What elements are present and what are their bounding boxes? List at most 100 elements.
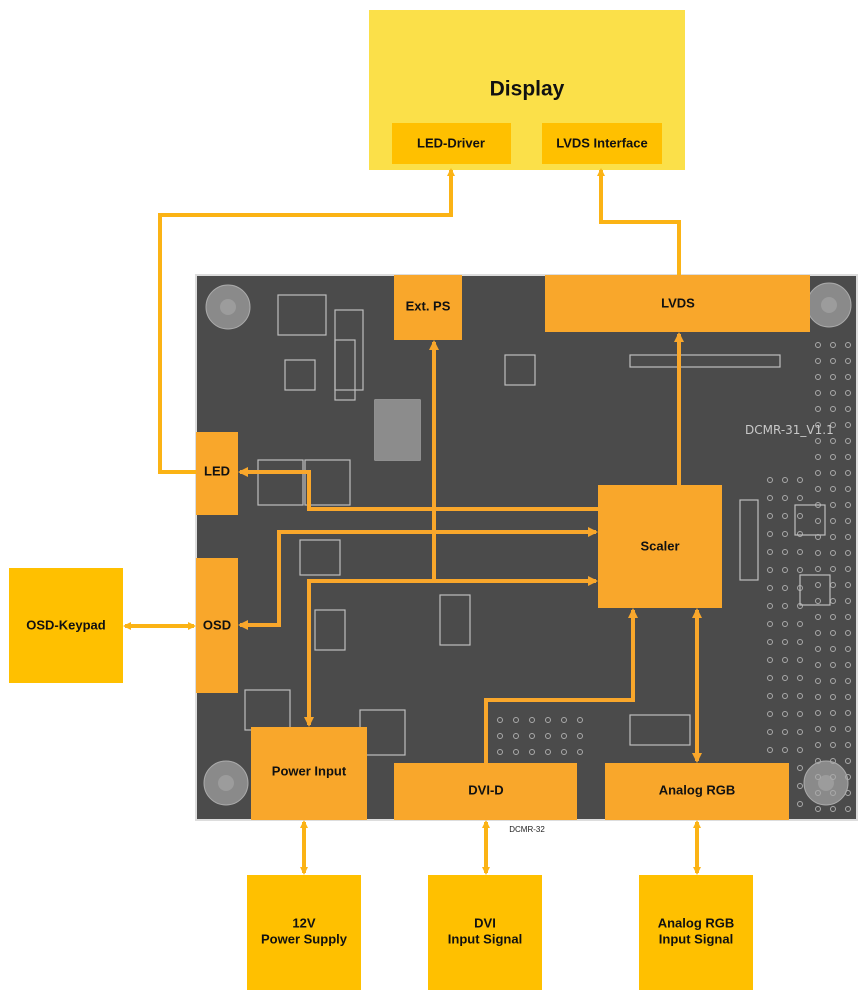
via bbox=[561, 749, 567, 755]
via bbox=[767, 513, 773, 519]
via bbox=[845, 502, 851, 508]
via bbox=[830, 374, 836, 380]
via bbox=[845, 358, 851, 364]
board-caption: DCMR-32 bbox=[509, 825, 545, 834]
via bbox=[830, 678, 836, 684]
via bbox=[845, 790, 851, 796]
via bbox=[830, 806, 836, 812]
via bbox=[830, 710, 836, 716]
power-supply-line1: 12V bbox=[292, 915, 315, 930]
via bbox=[782, 585, 788, 591]
via bbox=[815, 406, 821, 412]
dvi-to-scaler-wire bbox=[484, 608, 638, 763]
via bbox=[797, 531, 803, 537]
via bbox=[815, 358, 821, 364]
via bbox=[782, 495, 788, 501]
via bbox=[767, 477, 773, 483]
via bbox=[815, 438, 821, 444]
via bbox=[797, 783, 803, 789]
heatsink bbox=[375, 400, 420, 460]
via bbox=[830, 534, 836, 540]
via bbox=[767, 603, 773, 609]
via bbox=[815, 598, 821, 604]
via bbox=[577, 733, 583, 739]
scaler-block bbox=[598, 485, 722, 608]
osd-keypad-block bbox=[9, 568, 123, 683]
via bbox=[845, 470, 851, 476]
via bbox=[845, 630, 851, 636]
via bbox=[767, 747, 773, 753]
osd-scaler-wire bbox=[238, 527, 598, 630]
via bbox=[830, 406, 836, 412]
via bbox=[782, 711, 788, 717]
pcb-component bbox=[629, 354, 781, 368]
osd-label: OSD bbox=[203, 617, 231, 632]
via bbox=[797, 477, 803, 483]
via bbox=[845, 662, 851, 668]
via bbox=[797, 621, 803, 627]
pcb-component bbox=[334, 339, 356, 401]
via bbox=[830, 422, 836, 428]
pcb-component bbox=[304, 459, 351, 506]
via bbox=[815, 726, 821, 732]
via bbox=[815, 646, 821, 652]
via bbox=[815, 374, 821, 380]
via bbox=[767, 585, 773, 591]
led-label: LED bbox=[204, 463, 230, 478]
via bbox=[529, 749, 535, 755]
via bbox=[545, 749, 551, 755]
led-to-led-driver-wire bbox=[158, 168, 455, 474]
via bbox=[529, 733, 535, 739]
via bbox=[815, 614, 821, 620]
via bbox=[815, 486, 821, 492]
via bbox=[845, 598, 851, 604]
via bbox=[845, 534, 851, 540]
via bbox=[797, 549, 803, 555]
led-block bbox=[196, 432, 238, 515]
led-driver-block bbox=[392, 123, 511, 164]
pcb-component bbox=[257, 459, 304, 506]
via bbox=[513, 749, 519, 755]
lvds-to-interface-wire bbox=[597, 168, 681, 275]
via bbox=[815, 342, 821, 348]
via bbox=[782, 657, 788, 663]
power-input-block bbox=[251, 727, 367, 820]
via bbox=[797, 495, 803, 501]
pcb-component bbox=[504, 354, 536, 386]
via bbox=[830, 742, 836, 748]
power-scaler-wire bbox=[304, 576, 598, 727]
via bbox=[815, 470, 821, 476]
via bbox=[815, 582, 821, 588]
via bbox=[797, 801, 803, 807]
via bbox=[797, 639, 803, 645]
via bbox=[815, 550, 821, 556]
via bbox=[845, 806, 851, 812]
via bbox=[845, 422, 851, 428]
via bbox=[830, 630, 836, 636]
via bbox=[797, 729, 803, 735]
via bbox=[577, 749, 583, 755]
via bbox=[815, 710, 821, 716]
via bbox=[815, 422, 821, 428]
dvi-d-label: DVI-D bbox=[468, 782, 503, 797]
dvi-input-line2: Input Signal bbox=[448, 931, 522, 946]
via bbox=[830, 486, 836, 492]
via bbox=[830, 454, 836, 460]
via bbox=[845, 486, 851, 492]
via bbox=[767, 657, 773, 663]
via bbox=[797, 693, 803, 699]
via bbox=[815, 566, 821, 572]
via bbox=[830, 390, 836, 396]
via bbox=[845, 694, 851, 700]
via bbox=[767, 711, 773, 717]
via bbox=[815, 790, 821, 796]
mounting-hole-center bbox=[821, 297, 837, 313]
via bbox=[497, 733, 503, 739]
via bbox=[797, 513, 803, 519]
power-supply-block bbox=[247, 875, 361, 990]
via bbox=[767, 693, 773, 699]
mounting-hole-center bbox=[220, 299, 236, 315]
pcb-component bbox=[794, 504, 826, 536]
via bbox=[845, 550, 851, 556]
via bbox=[845, 454, 851, 460]
